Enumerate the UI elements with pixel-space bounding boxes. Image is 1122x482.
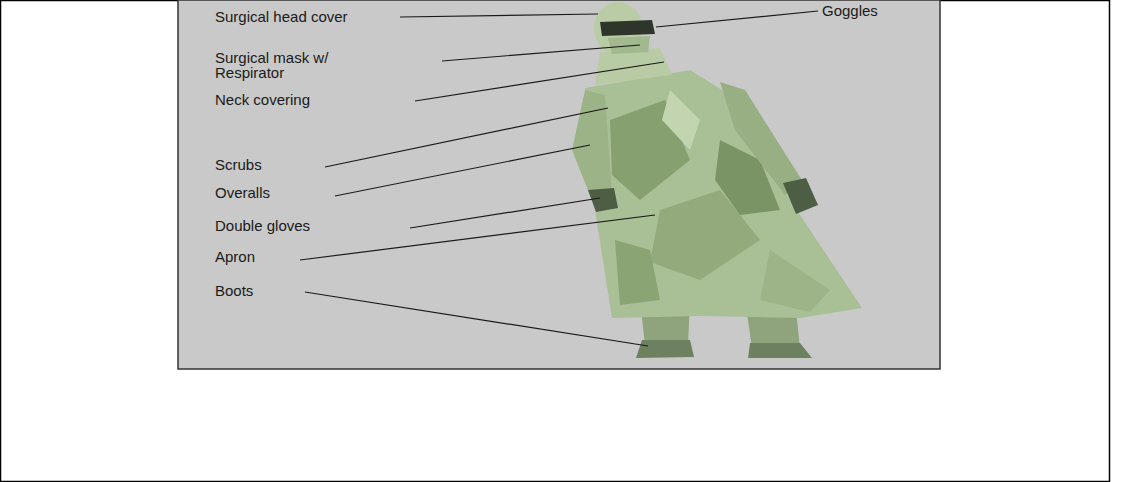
grey-panel xyxy=(178,0,940,369)
part-label: Neck covering xyxy=(215,92,395,107)
leader-line xyxy=(325,108,608,167)
leader-lines xyxy=(300,11,818,346)
leader-line xyxy=(335,145,590,196)
glove xyxy=(783,178,818,214)
part-label: Surgical mask w/ Respirator xyxy=(215,50,355,80)
part-label: Apron xyxy=(215,249,295,264)
leader-line xyxy=(305,292,648,346)
leader-line xyxy=(400,14,598,17)
leader-line xyxy=(300,215,655,260)
part-label: Boots xyxy=(215,283,295,298)
leader-line xyxy=(442,45,640,61)
part-label: Surgical head cover xyxy=(215,9,395,24)
glove xyxy=(588,188,618,212)
ppe-figure xyxy=(572,2,862,358)
part-label: Overalls xyxy=(215,185,325,200)
boot xyxy=(636,340,694,358)
goggles xyxy=(600,20,655,36)
leader-line xyxy=(656,11,818,27)
part-label: Scrubs xyxy=(215,157,315,172)
part-label: Double gloves xyxy=(215,218,395,233)
part-label: Goggles xyxy=(822,3,922,18)
boot xyxy=(748,343,812,358)
leader-line xyxy=(415,62,664,101)
mask xyxy=(608,36,650,54)
leader-line xyxy=(410,198,600,228)
